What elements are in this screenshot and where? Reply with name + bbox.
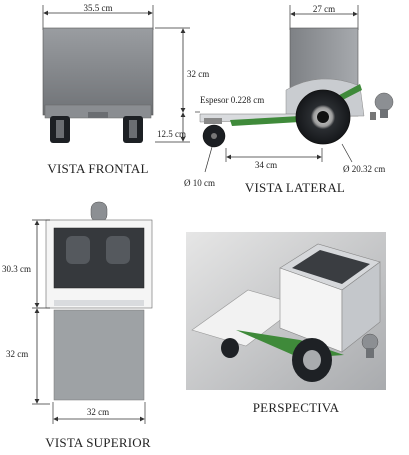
front-view: 35.5 cm 32 cm 12.5 cm VISTA FRONTAL <box>42 3 209 176</box>
side-caster-bracket <box>204 118 222 124</box>
side-width-label: 27 cm <box>313 4 335 14</box>
side-small-wheel-label: Ø 10 cm <box>184 178 215 188</box>
top-box-rim <box>54 300 144 306</box>
side-base-label: 34 cm <box>255 160 277 170</box>
front-hitch-bracket <box>88 112 108 118</box>
side-large-wheel-leader <box>341 143 353 163</box>
side-small-wheel-hub <box>211 133 217 139</box>
front-view-title: VISTA FRONTAL <box>47 161 148 176</box>
top-upper-label: 30.3 cm <box>2 264 31 274</box>
perspective-hitch-neck <box>366 348 374 358</box>
front-wheel-right <box>123 116 143 143</box>
front-wheel-left <box>50 116 70 143</box>
perspective-hitch-ball <box>361 333 379 351</box>
perspective-view: PERSPECTIVA <box>186 232 386 415</box>
front-cart-box <box>42 27 154 116</box>
top-battery-right <box>106 236 130 264</box>
side-view-title: VISTA LATERAL <box>245 180 345 195</box>
side-large-wheel-label: Ø 20.32 cm <box>343 164 385 174</box>
side-view: 27 cm Espesor 0.228 cm 34 cm Ø 10 cm Ø 2… <box>184 4 394 195</box>
side-hitch-ball <box>374 92 394 112</box>
side-small-wheel-leader <box>204 146 213 173</box>
top-width-label: 32 cm <box>87 407 109 417</box>
front-lower-label: 12.5 cm <box>157 129 186 139</box>
top-view: 30.3 cm 32 cm 32 cm VISTA SUPERIOR <box>2 201 153 450</box>
perspective-small-wheel <box>221 338 239 358</box>
front-height-label: 32 cm <box>187 69 209 79</box>
front-width-label: 35.5 cm <box>84 3 113 13</box>
top-lower-label: 32 cm <box>6 349 28 359</box>
perspective-large-wheel-hub <box>303 350 321 370</box>
perspective-box-interior <box>292 250 370 284</box>
side-thickness-label: Espesor 0.228 cm <box>200 95 264 105</box>
side-hitch-post <box>370 112 376 120</box>
top-view-title: VISTA SUPERIOR <box>45 435 151 450</box>
side-large-wheel-hub <box>317 111 329 123</box>
perspective-view-title: PERSPECTIVA <box>253 400 340 415</box>
top-hitch-ball <box>90 201 108 223</box>
top-base-plate <box>53 309 145 401</box>
top-battery-left <box>66 236 90 264</box>
side-hitch-neck <box>380 109 388 118</box>
perspective-box-side <box>341 261 381 353</box>
